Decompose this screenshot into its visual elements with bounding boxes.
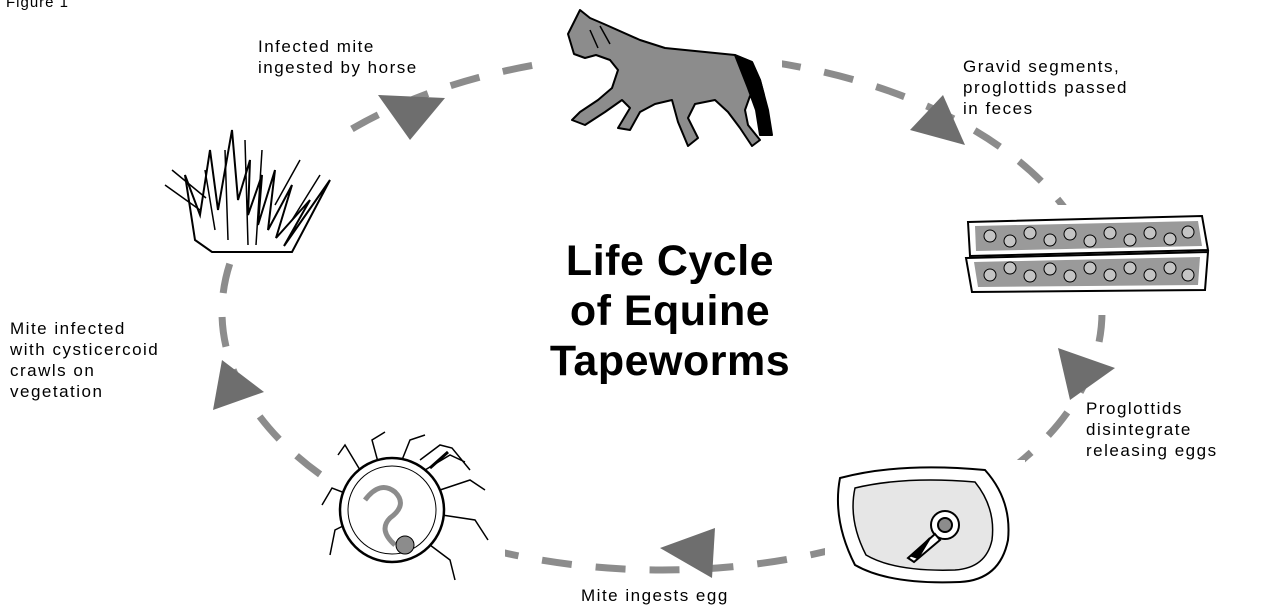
egg-icon xyxy=(838,467,1009,582)
caption-mite-ingests: Mite ingests egg xyxy=(581,585,729,606)
proglottid-segments-icon xyxy=(966,216,1208,292)
title-line-3: Tapeworms xyxy=(505,336,835,386)
diagram-title: Life Cycle of Equine Tapeworms xyxy=(505,236,835,386)
cycle-arrow-2 xyxy=(910,95,965,145)
cycle-arrow-3 xyxy=(1058,348,1115,400)
figure-label: Figure 1 xyxy=(6,0,69,11)
caption-gravid-segments: Gravid segments, proglottids passed in f… xyxy=(963,56,1128,119)
title-line-2: of Equine xyxy=(505,286,835,336)
cycle-arrow-5 xyxy=(213,360,264,410)
title-line-1: Life Cycle xyxy=(505,236,835,286)
caption-horse-ingests: Infected mite ingested by horse xyxy=(258,36,418,78)
caption-disintegrate: Proglottids disintegrate releasing eggs xyxy=(1086,398,1218,461)
cycle-arrow-1 xyxy=(378,95,445,140)
caption-mite-crawls: Mite infected with cysticercoid crawls o… xyxy=(10,318,159,402)
